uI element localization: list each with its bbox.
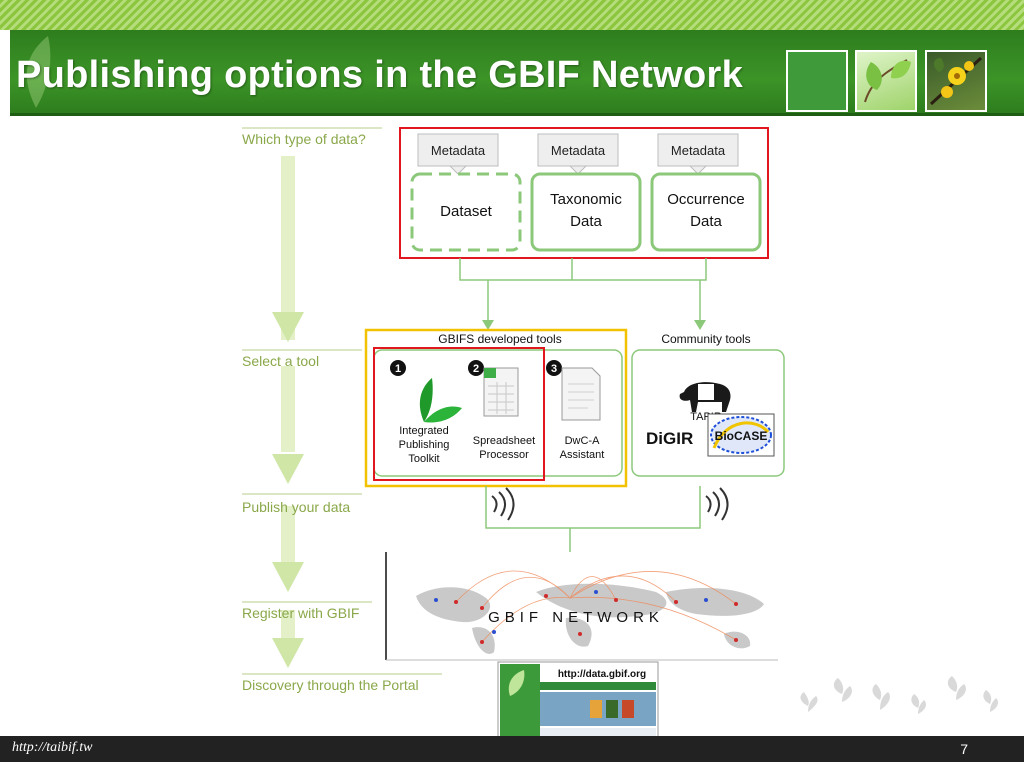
dwca-label-line1: DwC-A <box>565 435 600 447</box>
occurrence-label-line2: Data <box>690 213 722 230</box>
dwca-label-line2: Assistant <box>560 449 605 461</box>
badge-2: 2 <box>468 360 484 376</box>
occurrence-label-line1: Occurrence <box>667 191 745 208</box>
metadata-tab-2: Metadata <box>537 133 619 175</box>
occurrence-data-box: Occurrence Data <box>650 172 762 252</box>
data-to-tool-connectors <box>459 258 707 322</box>
gbifs-tools-header: GBIFS developed tools <box>438 332 561 346</box>
workflow-diagram: Which type of data? Select a tool Publis… <box>236 122 794 750</box>
metadata-tab-3: Metadata <box>657 133 739 175</box>
leaf-decoration-icon <box>26 36 51 108</box>
flower-photo-icon <box>929 56 983 106</box>
biocase-logo: BioCASE <box>707 413 775 457</box>
workflow-arrow-column <box>272 156 304 668</box>
top-stripe <box>0 0 1024 30</box>
dataset-label: Dataset <box>440 203 493 220</box>
taxonomic-label-line2: Data <box>570 213 602 230</box>
ipt-label-line2: Publishing <box>399 439 450 451</box>
signal-icon-community <box>705 487 729 521</box>
gbif-network-label: GBIF NETWORK <box>488 609 664 626</box>
step-label-4: Register with GBIF <box>242 605 359 621</box>
svg-text:1: 1 <box>395 363 401 375</box>
step-labels: Which type of data? Select a tool Publis… <box>242 127 442 693</box>
leaf-photo-icon <box>864 59 911 103</box>
green-thumbnail <box>786 50 848 112</box>
footer-bar <box>0 736 1024 762</box>
sprouts-decoration-icon <box>800 676 998 732</box>
document-icon <box>561 367 601 421</box>
metadata-label-1: Metadata <box>431 143 486 158</box>
digir-logo-text: DiGIR <box>646 429 693 448</box>
signal-icon-gbifs <box>491 487 515 521</box>
step-label-2: Select a tool <box>242 353 319 369</box>
svg-text:3: 3 <box>551 363 557 375</box>
badge-3: 3 <box>546 360 562 376</box>
portal-screenshot: http://data.gbif.org <box>497 661 659 749</box>
ipt-sprout-icon <box>419 378 462 423</box>
workflow-diagram-svg: Which type of data? Select a tool Publis… <box>242 127 785 749</box>
biocase-label: BioCASE <box>715 429 768 443</box>
recommended-tools-highlight <box>373 347 545 481</box>
step-label-3: Publish your data <box>242 499 350 515</box>
metadata-label-3: Metadata <box>671 143 726 158</box>
badge-1: 1 <box>390 360 406 376</box>
flower-thumbnail <box>925 50 987 112</box>
arrow-to-gbifs-tools <box>482 320 494 330</box>
dataset-box: Dataset <box>410 172 522 252</box>
gbif-network-map: GBIF NETWORK <box>385 552 778 661</box>
step-label-1: Which type of data? <box>242 131 366 147</box>
page-number: 7 <box>960 741 968 757</box>
sp-label-line2: Processor <box>479 449 529 461</box>
taxonomic-label-line1: Taxonomic <box>550 191 622 208</box>
leaf-thumbnail <box>855 50 917 112</box>
sp-label-line1: Spreadsheet <box>473 435 535 447</box>
slide-title: Publishing options in the GBIF Network <box>16 54 744 96</box>
taxonomic-data-box: Taxonomic Data <box>530 172 642 252</box>
metadata-tab-1: Metadata <box>417 133 499 175</box>
community-tools-header: Community tools <box>661 332 750 346</box>
ipt-label-line3: Toolkit <box>408 453 439 465</box>
portal-url: http://data.gbif.org <box>558 669 646 680</box>
arrow-to-community-tools <box>694 320 706 330</box>
metadata-label-2: Metadata <box>551 143 606 158</box>
footer-url: http://taibif.tw <box>12 740 93 755</box>
tapir-animal-icon <box>679 382 731 412</box>
ipt-label-line1: Integrated <box>399 425 449 437</box>
data-types-highlight <box>399 127 769 259</box>
gbifs-tools-highlight <box>364 328 628 488</box>
svg-text:2: 2 <box>473 363 479 375</box>
step-label-5: Discovery through the Portal <box>242 677 419 693</box>
spreadsheet-icon <box>483 367 519 417</box>
